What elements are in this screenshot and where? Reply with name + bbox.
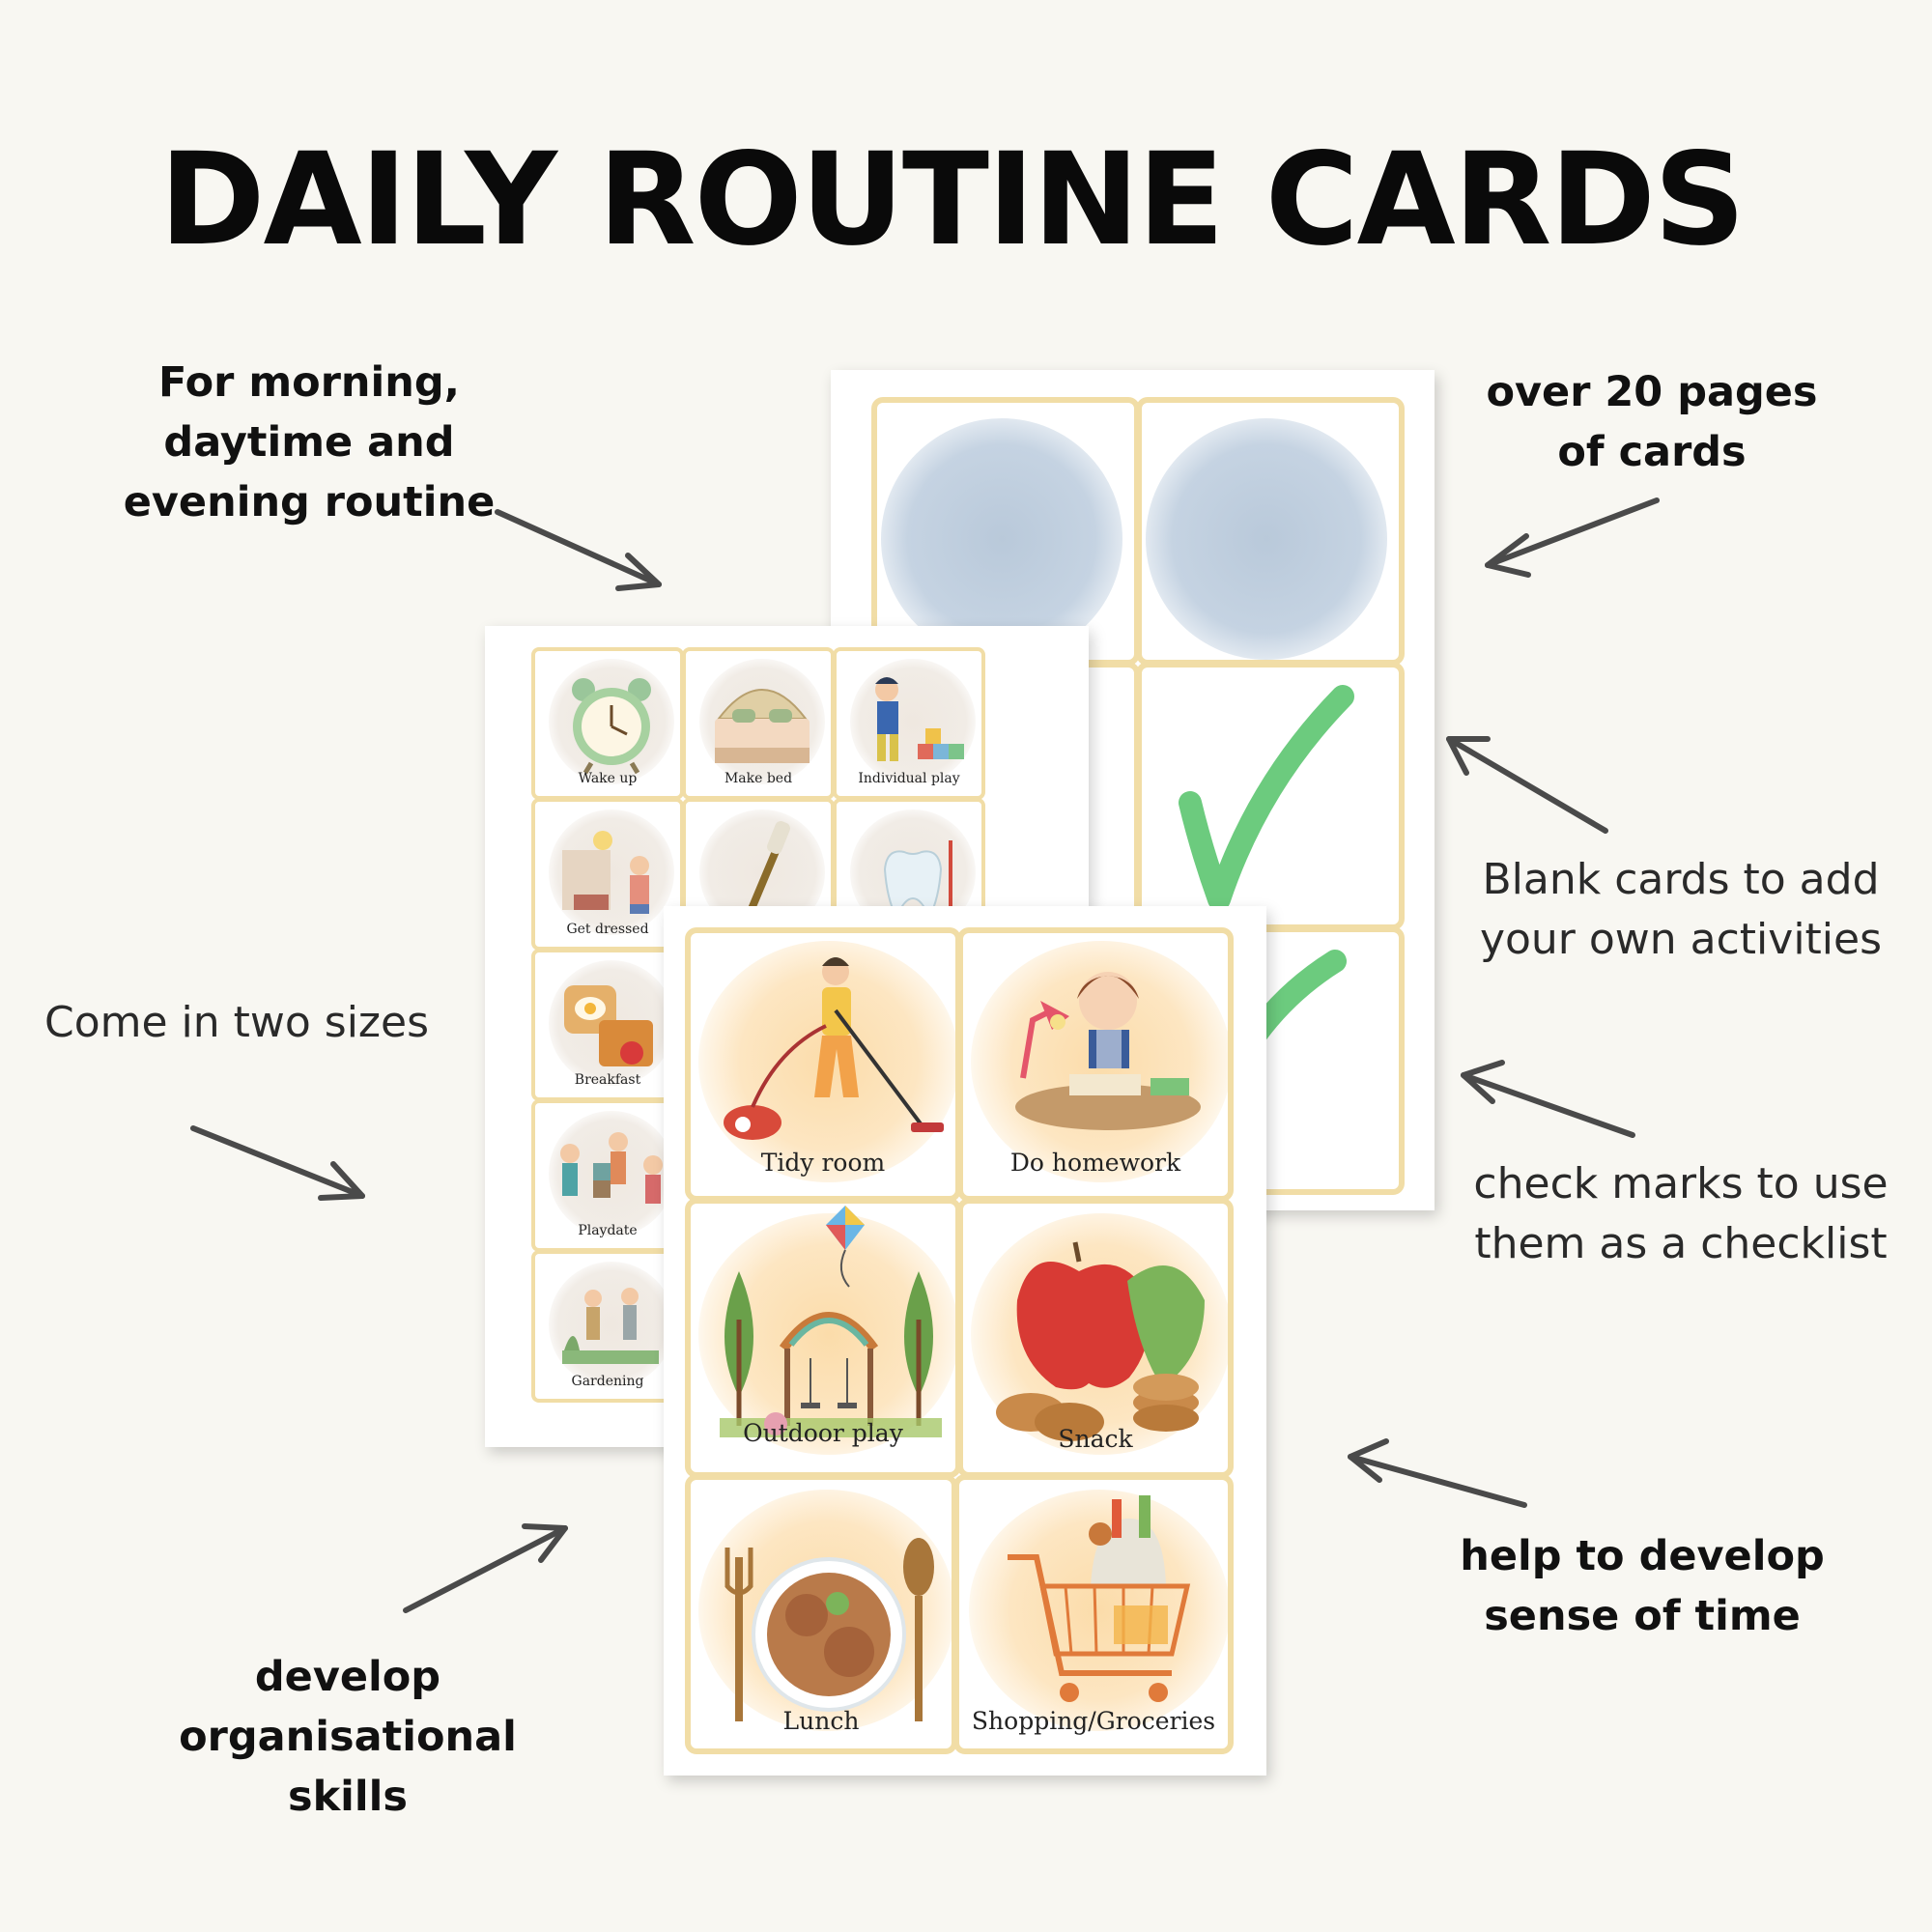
card-label: Outdoor play [743,1419,903,1447]
check-card [1136,662,1405,930]
card-label: Breakfast [574,1072,641,1088]
routine-card-individual-play: Individual play [833,647,985,800]
wardrobe-children-icon [562,831,649,914]
shopping-cart-icon [1008,1495,1191,1702]
note-blank-cards: Blank cards to add your own activities [1479,855,1883,964]
bed-icon [715,689,810,763]
card-label: Do homework [1009,1149,1181,1177]
children-playing-icon [560,1132,663,1204]
apple-cookies-icon [996,1241,1205,1441]
page-title: DAILY ROUTINE CARDS [158,126,1746,274]
vacuum-cleaner-icon [724,957,944,1140]
large-cards-sheet: Tidy room Do homework Out [664,906,1266,1776]
routine-card-do-homework: Do homework [957,927,1234,1202]
note-checkmarks: check marks to use them as a checklist [1473,1159,1889,1268]
watercolor-blob-icon [549,1262,674,1387]
card-label: Make bed [724,771,793,786]
routine-card-gardening: Gardening [531,1250,684,1403]
note-organisational: develop organisational skills [179,1653,517,1821]
blank-card [1136,397,1405,666]
routine-card-get-dressed: Get dressed [531,798,684,951]
watercolor-blob-icon [850,659,976,784]
girl-homework-icon [1015,972,1201,1130]
arrow-icon [1446,736,1608,834]
note-pages: over 20 pages of cards [1486,368,1818,476]
watercolor-blob-icon [1146,418,1387,660]
routine-card-snack: Snack [957,1198,1234,1478]
card-label: Get dressed [566,922,649,937]
checkmark-icon [1179,685,1354,911]
routine-card-tidy-room: Tidy room [685,927,961,1202]
card-label: Shopping/Groceries [971,1707,1216,1735]
plate-fork-spoon-icon [724,1538,934,1721]
card-label: Individual play [858,771,960,786]
routine-card-wake-up: Wake up [531,647,684,800]
card-label: Playdate [578,1223,638,1238]
routine-card-make-bed: Make bed [682,647,835,800]
arrow-icon [495,509,662,591]
card-label: Tidy room [760,1149,886,1177]
arrow-icon [1348,1438,1527,1508]
card-label: Snack [1058,1425,1133,1453]
gardening-icon [562,1288,659,1364]
card-label: Wake up [578,771,638,786]
blank-card [871,397,1140,666]
toast-waffle-icon [564,985,653,1066]
card-label: Lunch [782,1707,860,1735]
card-label: Gardening [571,1374,644,1389]
note-sense-of-time: help to develop sense of time [1460,1532,1825,1640]
routine-card-breakfast: Breakfast [531,949,684,1101]
arrow-icon [190,1125,365,1201]
note-routine: For morning, daytime and evening routine [123,358,496,526]
arrow-icon [403,1523,568,1613]
routine-card-playdate: Playdate [531,1099,684,1252]
arrow-icon [1485,497,1660,578]
routine-card-lunch: Lunch [685,1474,957,1754]
routine-card-outdoor-play: Outdoor play [685,1198,961,1478]
child-blocks-icon [875,677,964,761]
arrow-icon [1461,1060,1635,1138]
note-sizes: Come in two sizes [43,998,430,1047]
watercolor-blob-icon [881,418,1122,660]
playground-icon [720,1206,942,1437]
routine-card-shopping-groceries: Shopping/Groceries [953,1474,1234,1754]
alarm-clock-icon [572,678,651,775]
